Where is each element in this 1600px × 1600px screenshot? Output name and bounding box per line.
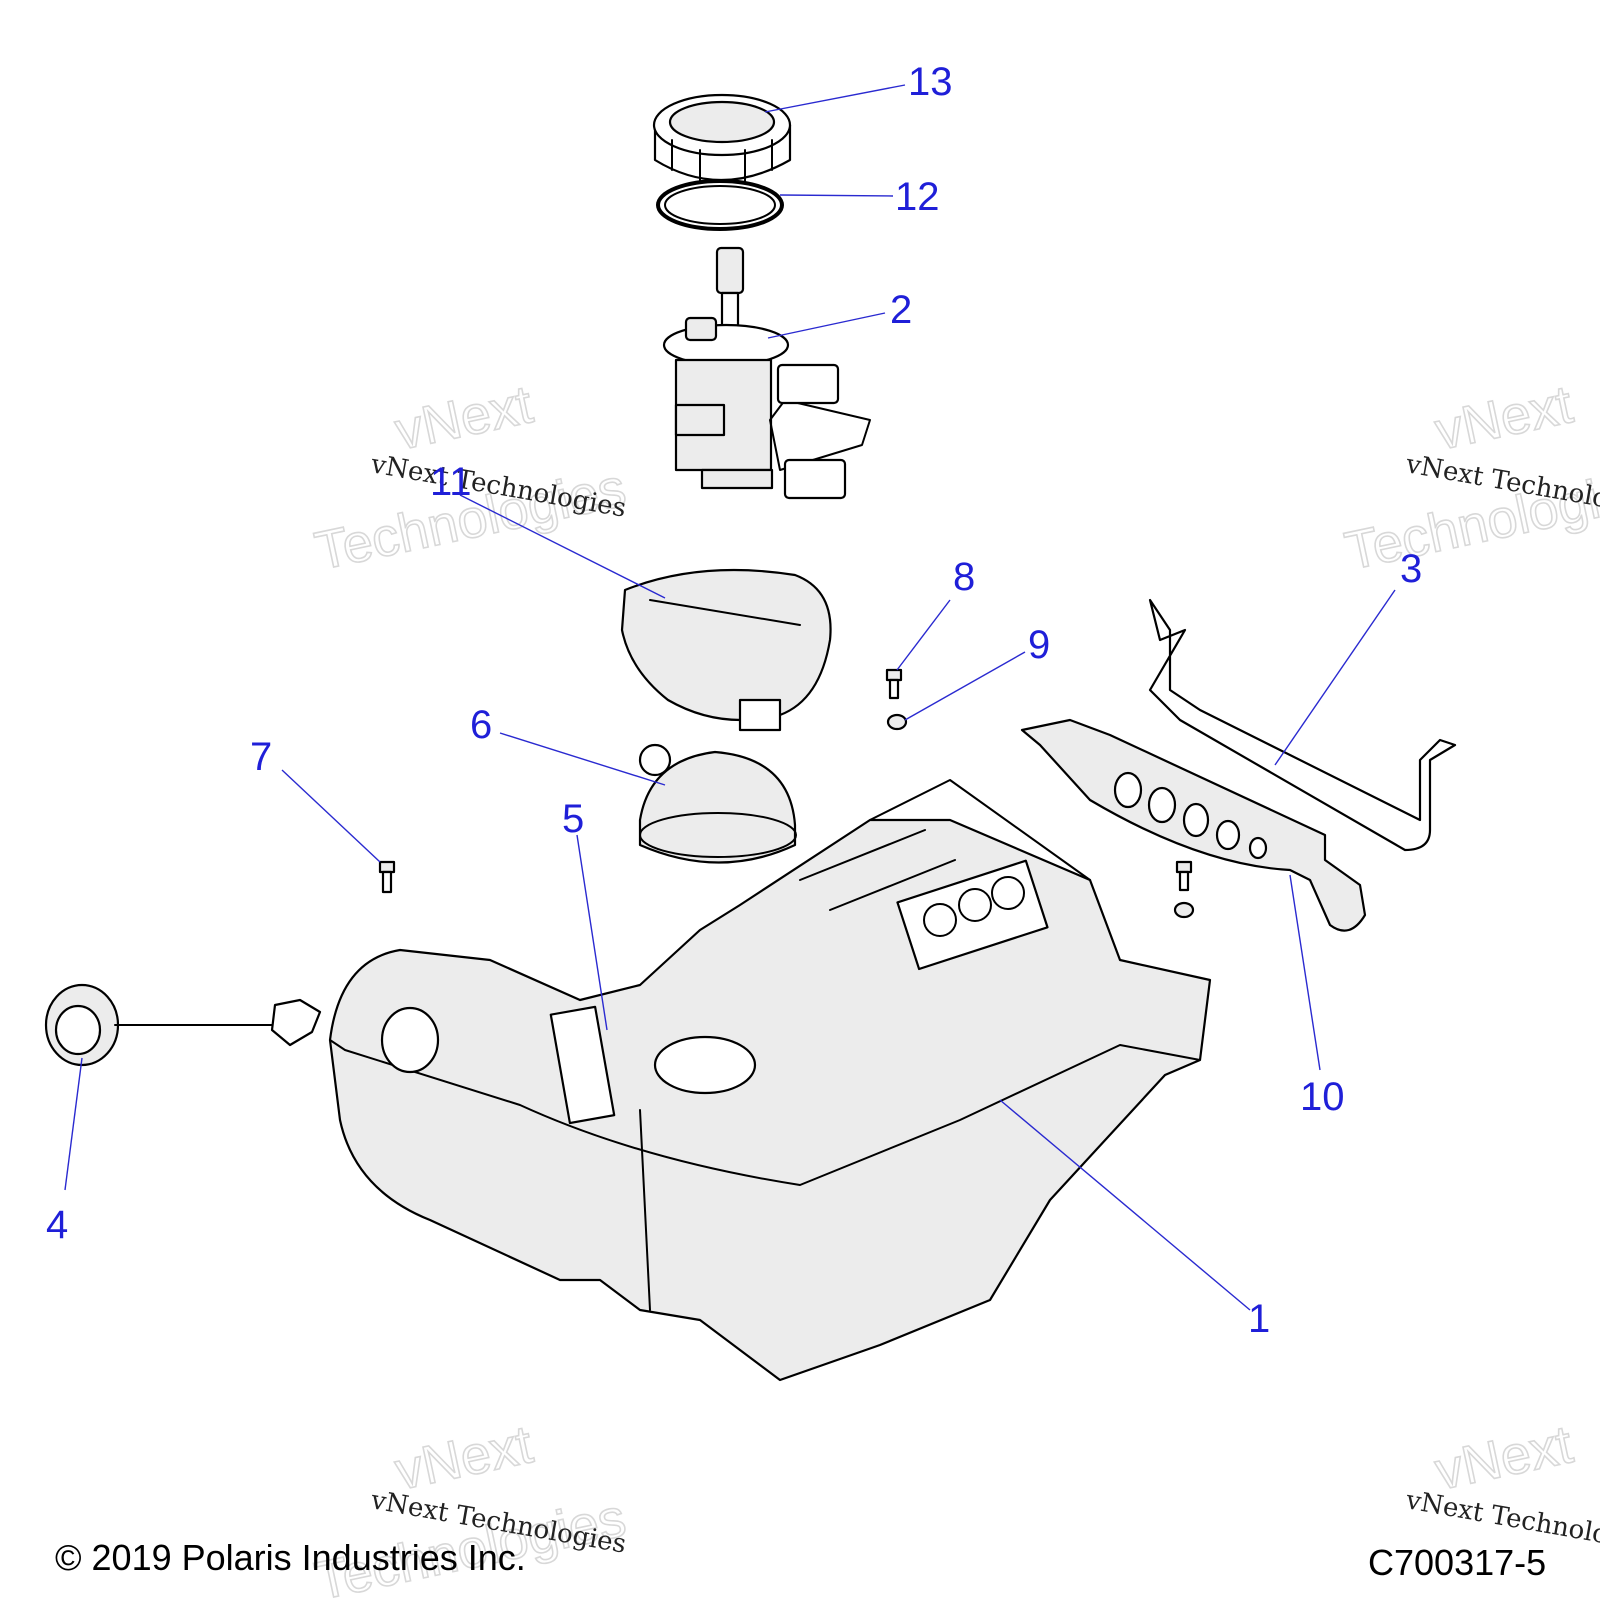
bolt-7-part [378, 860, 396, 894]
copyright-text: © 2019 Polaris Industries Inc. [55, 1537, 526, 1578]
watermark-text: vNext [1430, 1414, 1578, 1501]
callout-11: 11 [430, 460, 472, 504]
watermark-top-right: vNext Technologies vNext Technologies [1339, 374, 1600, 583]
seal-ring-part [656, 179, 784, 231]
callout-9: 9 [1028, 623, 1050, 667]
pump-cover-part [620, 568, 832, 732]
callout-4: 4 [46, 1203, 68, 1247]
bolt-nut-pair-part [1173, 860, 1195, 919]
filler-cap-part [44, 983, 322, 1067]
watermark-text: vNext [1430, 374, 1578, 461]
callout-10: 10 [1300, 1075, 1345, 1119]
watermark-bottom-right: vNext vNext Technologies [1403, 1414, 1600, 1560]
fuel-tank-part [328, 779, 1212, 1382]
callout-3: 3 [1400, 547, 1422, 591]
bolt-8-part [885, 668, 903, 700]
callout-13: 13 [908, 60, 953, 104]
callout-7: 7 [250, 735, 272, 779]
callouts: 13 12 2 3 11 6 7 5 8 9 10 1 4 [46, 60, 1422, 1341]
callout-1: 1 [1248, 1297, 1270, 1341]
strap-bracket-part [1148, 598, 1457, 852]
nut-9-part [886, 713, 908, 731]
callout-6: 6 [470, 703, 492, 747]
callout-2: 2 [890, 288, 912, 332]
watermark-text: vNext [390, 374, 538, 461]
fuel-pump-part [662, 246, 871, 500]
diagram-id: C700317-5 [1368, 1542, 1546, 1583]
leader-lines [64, 84, 1396, 1311]
callout-8: 8 [953, 555, 975, 599]
callout-12: 12 [895, 175, 940, 219]
heat-shield-part [1020, 718, 1367, 932]
pump-dome-part [638, 743, 797, 864]
lock-ring-part [652, 93, 792, 183]
watermark-text: vNext [390, 1414, 538, 1501]
callout-5: 5 [562, 797, 584, 841]
